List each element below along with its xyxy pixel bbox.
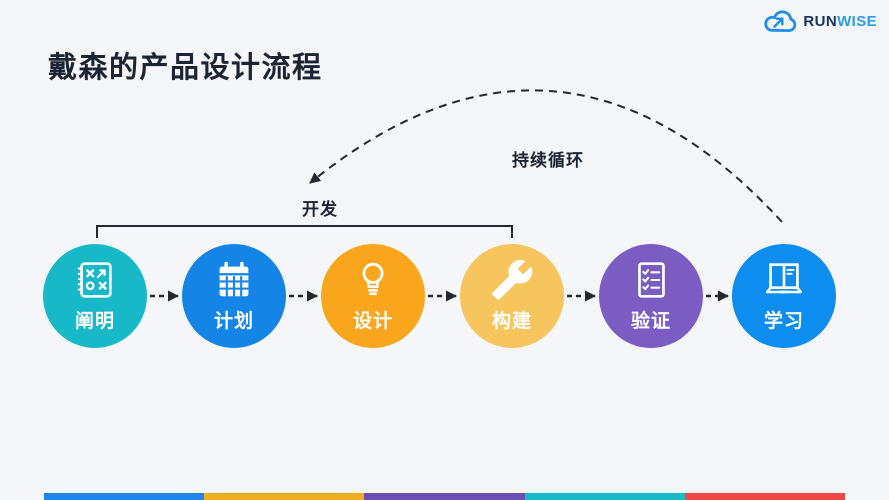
stripe-segment-yellow xyxy=(204,493,365,500)
stripe-segment-teal xyxy=(524,493,685,500)
step-circle-plan: 计划 xyxy=(182,244,286,348)
step-circle-clarify: 阐明 xyxy=(43,244,147,348)
logo-run: RUN xyxy=(803,12,838,30)
dev-bracket xyxy=(96,225,513,238)
lightbulb-icon xyxy=(362,262,384,296)
stripe-segment-blue xyxy=(44,493,205,500)
book-icon xyxy=(765,263,803,294)
checklist-icon xyxy=(638,262,665,298)
runwise-logo: RUNWISE xyxy=(761,7,877,35)
stripe-segment-red xyxy=(684,493,846,500)
step-label: 计划 xyxy=(213,311,254,332)
logo-wordmark: RUNWISE xyxy=(803,13,877,30)
calendar-icon xyxy=(219,261,249,297)
stripe-segment-purple xyxy=(364,493,525,500)
loop-label: 持续循环 xyxy=(512,151,584,170)
step-label: 阐明 xyxy=(74,311,115,332)
step-label: 构建 xyxy=(491,311,532,332)
cloud-arrow-icon xyxy=(764,10,797,33)
step-circle-verify: 验证 xyxy=(599,244,703,348)
step-circle-learn: 学习 xyxy=(732,244,836,348)
strategy-icon xyxy=(77,262,112,298)
bracket-label: 开发 xyxy=(302,200,338,219)
page-title: 戴森的产品设计流程 xyxy=(48,52,323,84)
footer-stripe xyxy=(44,493,846,500)
step-label: 验证 xyxy=(630,311,671,332)
logo-wise: WISE xyxy=(837,12,877,30)
step-circle-build: 构建 xyxy=(460,244,564,348)
wrench-icon xyxy=(492,259,533,300)
step-label: 学习 xyxy=(763,311,804,332)
step-label: 设计 xyxy=(352,311,393,332)
step-circle-design: 设计 xyxy=(321,244,425,348)
